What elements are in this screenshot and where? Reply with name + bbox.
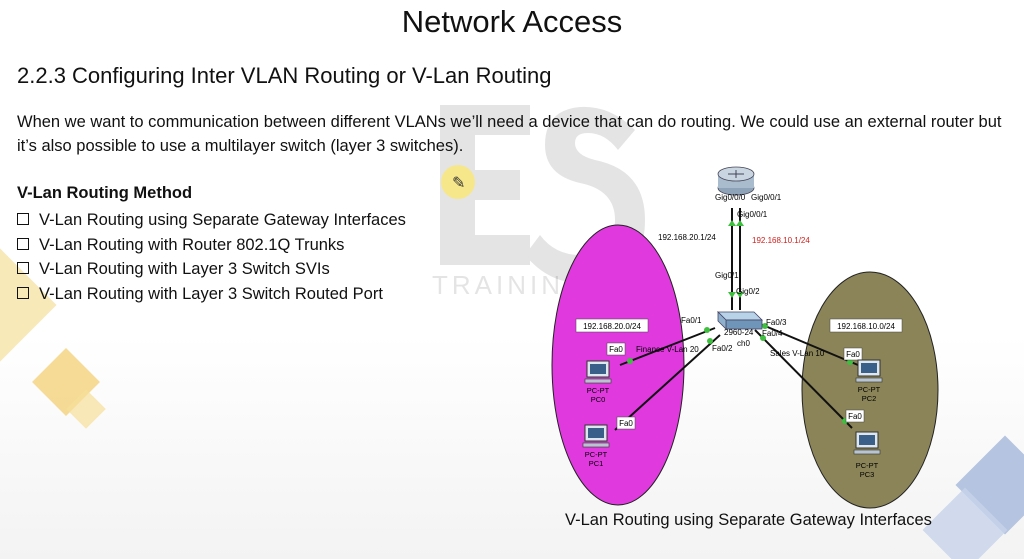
intro-paragraph: When we want to communication between di… xyxy=(17,113,1002,155)
pc1-port-label: Fa0 xyxy=(619,419,633,428)
pc1-name-label: PC1 xyxy=(589,459,604,468)
switch-model-label-2: ch0 xyxy=(737,339,750,348)
method-item-label: V-Lan Routing with Router 802.1Q Trunks xyxy=(39,235,345,254)
link-status-icon xyxy=(728,292,736,298)
link-switch-pc1 xyxy=(614,334,721,431)
router-icon xyxy=(717,166,755,196)
diagram-caption: V-Lan Routing using Separate Gateway Int… xyxy=(565,511,932,529)
pc3-computer-icon xyxy=(853,431,881,455)
method-item: V-Lan Routing with Layer 3 Switch Routed… xyxy=(17,282,406,307)
link-status-icon xyxy=(736,220,744,226)
switch-icon xyxy=(717,311,763,330)
pc2-port-label: Fa0 xyxy=(846,350,860,359)
switch-port-left-label: Gig0/1 xyxy=(715,271,739,280)
network-diagram: 192.168.20.0/24 192.168.10.0/24 Gig0/0/0 xyxy=(551,166,939,509)
pc2-name-label: PC2 xyxy=(862,394,877,403)
link-status-icon xyxy=(760,335,766,341)
pc0-computer-icon xyxy=(584,360,612,384)
link-status-icon xyxy=(728,220,736,226)
finance-vlan-label: Finance V-Lan 20 xyxy=(636,345,699,354)
pc0-name-label: PC0 xyxy=(591,395,606,404)
ip-left-label: 192.168.20.1/24 xyxy=(658,233,716,242)
link-status-icon xyxy=(627,358,633,364)
router-port-right-label-2: Gig0/0/1 xyxy=(737,210,768,219)
pc2-computer-icon xyxy=(855,359,883,383)
router-port-left-label: Gig0/0/0 xyxy=(715,193,746,202)
port-fa01-label: Fa0/1 xyxy=(681,316,702,325)
router-port-right-label: Gig0/0/1 xyxy=(751,193,782,202)
checkbox-bullet-icon xyxy=(17,237,29,250)
ip-right-label: 192.168.10.1/24 xyxy=(752,236,810,245)
pen-cursor-icon: ✎ xyxy=(452,175,466,192)
method-item: V-Lan Routing with Router 802.1Q Trunks xyxy=(17,233,406,258)
pc3-model-label: PC-PT xyxy=(856,461,879,470)
pc0-port-label: Fa0 xyxy=(609,345,623,354)
link-switch-pc0 xyxy=(619,327,716,366)
method-item: V-Lan Routing using Separate Gateway Int… xyxy=(17,208,406,233)
port-fa04-label: Fa0/4 xyxy=(762,329,783,338)
method-item-label: V-Lan Routing using Separate Gateway Int… xyxy=(39,211,406,229)
section-heading: 2.2.3 Configuring Inter VLAN Routing or … xyxy=(17,63,552,88)
pc3-port-label: Fa0 xyxy=(848,412,862,421)
pc3-name-label: PC3 xyxy=(860,470,875,479)
port-fa03-label: Fa0/3 xyxy=(766,318,787,327)
method-list-title: V-Lan Routing Method xyxy=(17,184,193,202)
finance-vlan-zone xyxy=(551,224,685,506)
method-item-label: V-Lan Routing with Layer 3 Switch Routed… xyxy=(39,284,383,303)
switch-port-right-label: Gig0/2 xyxy=(736,287,760,296)
link-status-icon xyxy=(704,327,710,333)
method-list: V-Lan Routing using Separate Gateway Int… xyxy=(17,208,406,306)
link-switch-pc2 xyxy=(757,322,859,366)
link-status-icon xyxy=(847,359,853,365)
method-item: V-Lan Routing with Layer 3 Switch SVIs xyxy=(17,257,406,282)
left-network-label: 192.168.20.0/24 xyxy=(583,322,641,331)
right-network-label: 192.168.10.0/24 xyxy=(837,322,895,331)
link-status-icon xyxy=(707,338,713,344)
page-title: Network Access xyxy=(401,4,623,39)
pc1-model-label: PC-PT xyxy=(585,450,608,459)
port-fa02-label: Fa0/2 xyxy=(712,344,733,353)
checkbox-bullet-icon xyxy=(17,213,29,225)
pointer-highlight xyxy=(441,165,475,199)
switch-model-label: 2960-24 xyxy=(724,328,754,337)
method-item-label: V-Lan Routing with Layer 3 Switch SVIs xyxy=(39,260,330,278)
checkbox-bullet-icon xyxy=(17,286,29,299)
checkbox-bullet-icon xyxy=(17,262,29,274)
sales-vlan-label: Sales V-Lan 10 xyxy=(770,349,825,358)
link-status-icon xyxy=(736,292,744,298)
link-status-icon xyxy=(762,323,768,329)
pc1-computer-icon xyxy=(582,424,610,448)
pc0-model-label: PC-PT xyxy=(587,386,610,395)
link-switch-pc3 xyxy=(754,329,853,429)
pc2-model-label: PC-PT xyxy=(858,385,881,394)
